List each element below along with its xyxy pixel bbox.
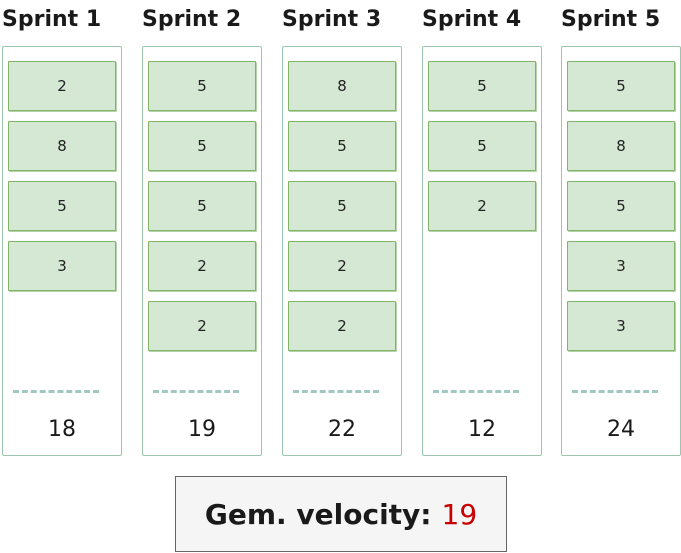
- sprint-title: Sprint 4: [422, 7, 522, 32]
- story-card[interactable]: 5: [148, 61, 256, 111]
- sprint-title: Sprint 5: [561, 7, 661, 32]
- sprint-title: Sprint 3: [282, 7, 382, 32]
- story-card[interactable]: 5: [148, 121, 256, 171]
- total-separator: [153, 390, 239, 393]
- sprint-total: 12: [468, 417, 496, 442]
- sprint-3: Sprint 3 8 5 5 2 2 22: [282, 0, 402, 460]
- velocity-value: 19: [441, 497, 478, 531]
- story-card[interactable]: 5: [8, 181, 116, 231]
- sprint-title: Sprint 1: [2, 7, 102, 32]
- sprint-total: 19: [188, 417, 216, 442]
- sprint-2: Sprint 2 5 5 5 2 2 19: [142, 0, 262, 460]
- story-card[interactable]: 5: [288, 181, 396, 231]
- sprint-total: 18: [48, 417, 76, 442]
- story-card[interactable]: 8: [567, 121, 675, 171]
- story-card[interactable]: 2: [148, 301, 256, 351]
- story-card[interactable]: 2: [428, 181, 536, 231]
- velocity-label: Gem. velocity:: [204, 497, 432, 531]
- story-card[interactable]: 5: [567, 61, 675, 111]
- total-separator: [293, 390, 379, 393]
- story-card[interactable]: 8: [8, 121, 116, 171]
- sprint-total: 22: [328, 417, 356, 442]
- story-card[interactable]: 3: [8, 241, 116, 291]
- sprint-column: 5 5 2 12: [422, 46, 542, 456]
- story-card[interactable]: 5: [148, 181, 256, 231]
- story-card[interactable]: 5: [288, 121, 396, 171]
- story-card[interactable]: 2: [288, 241, 396, 291]
- sprint-1: Sprint 1 2 8 5 3 18: [2, 0, 122, 460]
- sprint-title: Sprint 2: [142, 7, 242, 32]
- story-card[interactable]: 5: [428, 61, 536, 111]
- story-card[interactable]: 2: [148, 241, 256, 291]
- total-separator: [433, 390, 519, 393]
- sprint-total: 24: [607, 417, 635, 442]
- sprint-column: 5 8 5 3 3 24: [561, 46, 681, 456]
- total-separator: [13, 390, 99, 393]
- story-card[interactable]: 2: [8, 61, 116, 111]
- average-velocity-box: Gem. velocity: 19: [175, 476, 507, 552]
- sprint-board: Sprint 1 2 8 5 3 18 Sprint 2 5 5 5 2 2 1…: [2, 0, 681, 460]
- story-card[interactable]: 8: [288, 61, 396, 111]
- sprint-column: 5 5 5 2 2 19: [142, 46, 262, 456]
- sprint-5: Sprint 5 5 8 5 3 3 24: [561, 0, 681, 460]
- story-card[interactable]: 3: [567, 241, 675, 291]
- story-card[interactable]: 5: [567, 181, 675, 231]
- sprint-column: 2 8 5 3 18: [2, 46, 122, 456]
- story-card[interactable]: 3: [567, 301, 675, 351]
- total-separator: [572, 390, 658, 393]
- sprint-column: 8 5 5 2 2 22: [282, 46, 402, 456]
- story-card[interactable]: 5: [428, 121, 536, 171]
- story-card[interactable]: 2: [288, 301, 396, 351]
- sprint-4: Sprint 4 5 5 2 12: [422, 0, 542, 460]
